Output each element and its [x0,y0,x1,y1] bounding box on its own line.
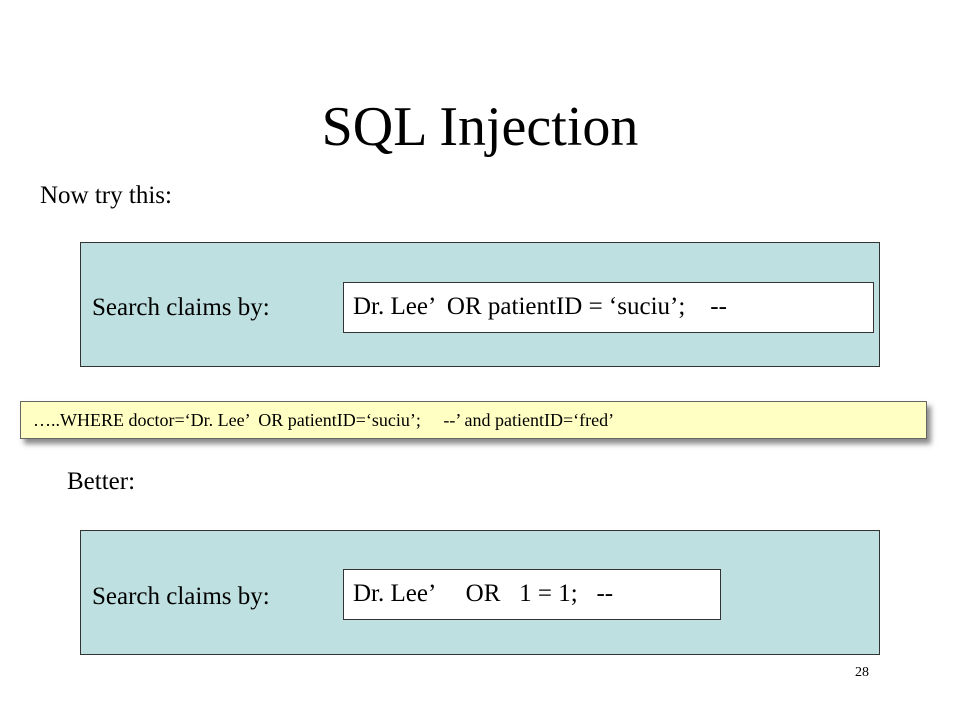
now-try-label: Now try this: [40,182,172,209]
search-input[interactable]: Dr. Lee’ OR patientID = ‘suciu’; -- [343,282,874,333]
search-input[interactable]: Dr. Lee’ OR 1 = 1; -- [343,569,721,620]
search-claims-label: Search claims by: [92,294,270,321]
search-panel-better: Search claims by: Dr. Lee’ OR 1 = 1; -- [80,530,880,655]
search-claims-label: Search claims by: [92,583,270,610]
page-number: 28 [855,665,869,680]
generated-sql-query: …..WHERE doctor=‘Dr. Lee’ OR patientID=‘… [20,401,927,439]
better-label: Better: [67,468,136,495]
slide-title: SQL Injection [321,96,639,158]
search-panel-injection: Search claims by: Dr. Lee’ OR patientID … [80,242,880,367]
